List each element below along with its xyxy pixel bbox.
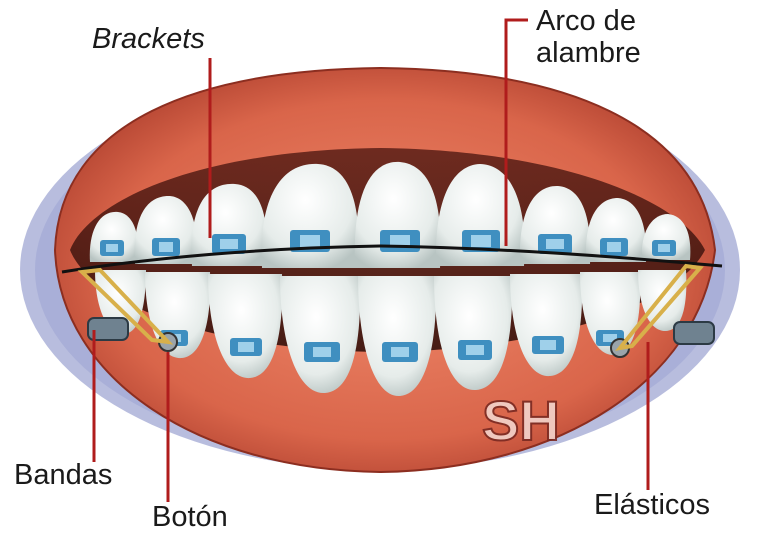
- label-arco-de-alambre-line2: alambre: [536, 38, 641, 68]
- watermark-logo: SH: [482, 389, 560, 452]
- label-bandas: Bandas: [14, 460, 112, 490]
- label-brackets: Brackets: [92, 24, 205, 54]
- bracket: [532, 336, 564, 354]
- label-arco-de-alambre-line1: Arco de: [536, 6, 636, 36]
- bracket: [600, 238, 628, 256]
- bracket: [458, 340, 492, 360]
- bracket: [380, 230, 420, 252]
- label-elasticos: Elásticos: [594, 490, 710, 520]
- svg-text:SH: SH: [482, 389, 560, 452]
- bracket: [230, 338, 262, 356]
- bracket: [382, 342, 418, 362]
- bracket: [652, 240, 676, 256]
- bracket: [100, 240, 124, 256]
- label-boton: Botón: [152, 502, 228, 532]
- bracket: [152, 238, 180, 256]
- bracket: [538, 234, 572, 254]
- bracket: [304, 342, 340, 362]
